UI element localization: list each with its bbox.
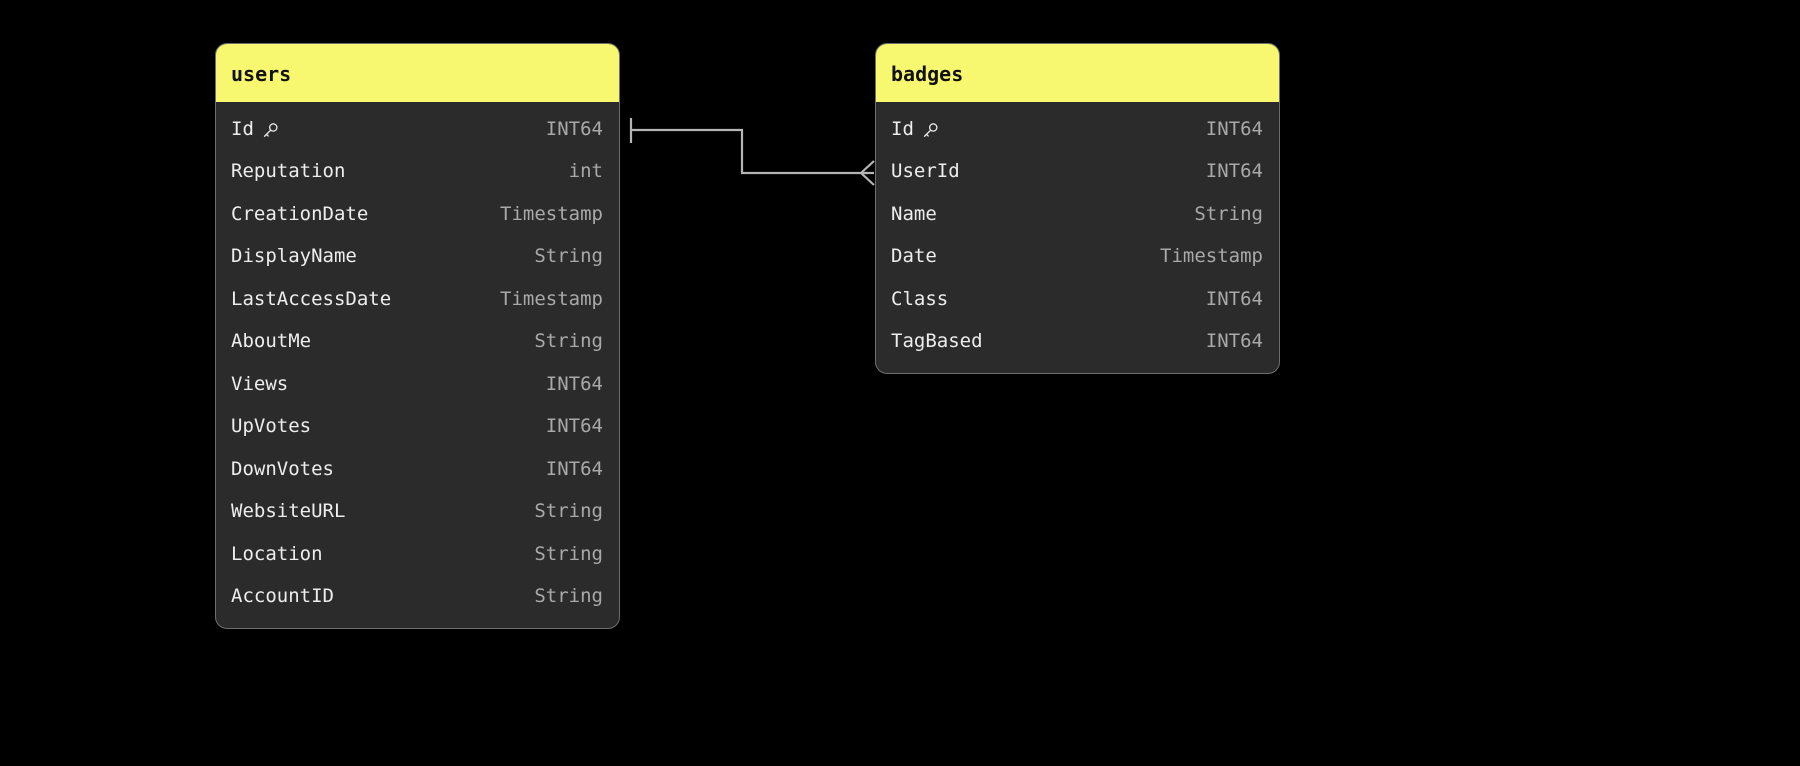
field-name-wrapper: DownVotes bbox=[231, 457, 334, 480]
field-name: Name bbox=[891, 202, 937, 225]
field-name: DisplayName bbox=[231, 245, 357, 268]
field-name-wrapper: Name bbox=[891, 202, 937, 225]
field-type: INT64 bbox=[1205, 160, 1263, 183]
field-name: Date bbox=[891, 245, 937, 268]
field-row[interactable]: AccountID String bbox=[216, 576, 619, 619]
field-type: INT64 bbox=[545, 457, 603, 480]
field-name-wrapper: TagBased bbox=[891, 332, 983, 351]
field-row[interactable]: Name String bbox=[876, 193, 1279, 236]
connector-path bbox=[630, 128, 868, 175]
field-name: Location bbox=[231, 542, 323, 565]
field-name-wrapper: AboutMe bbox=[231, 332, 311, 351]
field-name-wrapper: Class bbox=[891, 287, 949, 310]
field-row[interactable]: Reputation int bbox=[216, 151, 619, 194]
field-type: Timestamp bbox=[500, 287, 603, 310]
field-name: DownVotes bbox=[231, 457, 334, 480]
field-type: int bbox=[568, 160, 603, 183]
field-name: LastAccessDate bbox=[231, 287, 392, 310]
field-type: String bbox=[1194, 202, 1263, 225]
field-name-wrapper: UpVotes bbox=[231, 417, 311, 436]
field-type: INT64 bbox=[1205, 287, 1263, 310]
field-type: INT64 bbox=[545, 415, 603, 438]
field-row[interactable]: WebsiteURL String bbox=[216, 491, 619, 534]
field-type: INT64 bbox=[1205, 330, 1263, 353]
field-name-wrapper: Location bbox=[231, 542, 323, 565]
field-type: INT64 bbox=[1205, 117, 1263, 140]
field-name-wrapper: DisplayName bbox=[231, 247, 357, 266]
field-type: String bbox=[534, 585, 603, 608]
field-name: AboutMe bbox=[231, 330, 312, 353]
field-type: Timestamp bbox=[1160, 245, 1263, 268]
field-row[interactable]: DownVotes INT64 bbox=[216, 448, 619, 491]
field-row[interactable]: Views INT64 bbox=[216, 363, 619, 406]
table-title-badges[interactable]: badges bbox=[876, 44, 1279, 102]
field-name: UserId bbox=[891, 160, 960, 183]
field-name: UpVotes bbox=[231, 415, 312, 438]
field-name-wrapper: Reputation bbox=[231, 162, 345, 181]
field-row[interactable]: UserId INT64 bbox=[876, 151, 1279, 194]
field-type: INT64 bbox=[545, 117, 603, 140]
field-row[interactable]: Id INT64 bbox=[216, 108, 619, 151]
field-name-wrapper: UserId bbox=[891, 162, 960, 181]
field-name-wrapper: Date bbox=[891, 247, 937, 266]
field-type: String bbox=[534, 542, 603, 565]
field-row[interactable]: TagBased INT64 bbox=[876, 321, 1279, 364]
field-name: AccountID bbox=[231, 585, 334, 608]
field-name: Reputation bbox=[231, 160, 346, 183]
field-name-wrapper: Id bbox=[231, 117, 280, 140]
field-name-wrapper: CreationDate bbox=[231, 202, 369, 225]
field-type: String bbox=[534, 500, 603, 523]
field-type: Timestamp bbox=[500, 202, 603, 225]
table-title-users[interactable]: users bbox=[216, 44, 619, 102]
field-name-wrapper: WebsiteURL bbox=[231, 502, 345, 521]
field-row[interactable]: UpVotes INT64 bbox=[216, 406, 619, 449]
field-name-wrapper: Id bbox=[891, 117, 940, 140]
field-row[interactable]: CreationDate Timestamp bbox=[216, 193, 619, 236]
relationship-users-id-to-badges-userid bbox=[629, 118, 875, 186]
field-type: String bbox=[534, 330, 603, 353]
field-name: Views bbox=[231, 372, 289, 395]
field-row[interactable]: Id INT64 bbox=[876, 108, 1279, 151]
field-row[interactable]: Class INT64 bbox=[876, 278, 1279, 321]
field-name-wrapper: AccountID bbox=[231, 587, 334, 606]
field-name: CreationDate bbox=[231, 202, 369, 225]
field-name: Class bbox=[891, 287, 949, 310]
field-row[interactable]: DisplayName String bbox=[216, 236, 619, 279]
field-type: String bbox=[534, 245, 603, 268]
field-name: Id bbox=[231, 117, 254, 140]
field-name: TagBased bbox=[891, 330, 983, 353]
field-name-wrapper: Views bbox=[231, 372, 289, 395]
field-name: WebsiteURL bbox=[231, 500, 346, 523]
field-row[interactable]: Date Timestamp bbox=[876, 236, 1279, 279]
field-name: Id bbox=[891, 117, 914, 140]
field-row[interactable]: Location String bbox=[216, 533, 619, 576]
field-type: INT64 bbox=[545, 372, 603, 395]
field-row[interactable]: AboutMe String bbox=[216, 321, 619, 364]
key-icon bbox=[261, 121, 280, 140]
key-icon bbox=[921, 121, 940, 140]
field-row[interactable]: LastAccessDate Timestamp bbox=[216, 278, 619, 321]
crows-foot-marker bbox=[859, 160, 875, 186]
field-name-wrapper: LastAccessDate bbox=[231, 287, 392, 310]
